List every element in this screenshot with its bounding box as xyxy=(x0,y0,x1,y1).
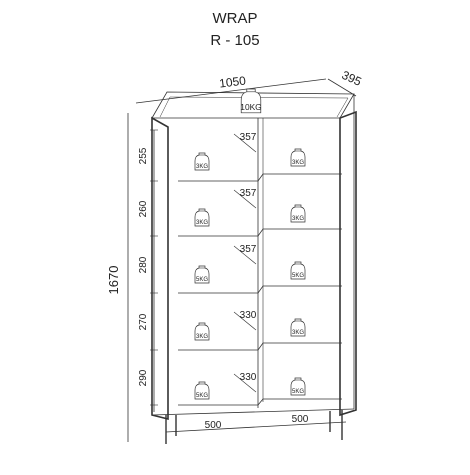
load-label: 3KG xyxy=(196,334,208,340)
depth-dim-line xyxy=(327,78,357,97)
compartment-width-label: 500 xyxy=(205,420,222,431)
product-title: WRAP xyxy=(212,10,258,27)
shelf-dim-ticks xyxy=(150,129,158,406)
load-label: 3KG xyxy=(292,216,304,222)
product-model: R - 105 xyxy=(210,32,260,49)
depth-dim-line xyxy=(233,311,257,331)
inner-depth-label: 330 xyxy=(240,310,257,321)
shelf-height-label: 255 xyxy=(138,147,149,164)
weight-jar-icon xyxy=(194,152,210,171)
weight-jar-icon xyxy=(194,381,210,400)
load-label: 3KG xyxy=(196,220,208,226)
shelf-height-label: 290 xyxy=(138,369,149,386)
inner-depth-label: 357 xyxy=(240,132,257,143)
load-label: 5KG xyxy=(292,273,304,279)
weight-jar-icon xyxy=(290,318,306,337)
compartment-width-label: 500 xyxy=(292,414,309,425)
shelf-height-label: 270 xyxy=(138,313,149,330)
depth-dim-line xyxy=(233,245,257,265)
width-dim-line xyxy=(135,78,327,104)
weight-jar-icon xyxy=(240,88,262,114)
shelf-height-label: 280 xyxy=(138,256,149,273)
cabinet-bottom-edge xyxy=(151,408,355,416)
load-label: 5KG xyxy=(292,389,304,395)
load-label: 5KG xyxy=(196,393,208,399)
depth-dim-line xyxy=(233,189,257,209)
bottom-dim-line xyxy=(165,421,347,433)
left-side-panel xyxy=(151,116,169,421)
weight-jar-icon xyxy=(194,322,210,341)
shelves xyxy=(178,173,342,406)
load-label: 3KG xyxy=(196,164,208,170)
weight-jar-icon xyxy=(194,265,210,284)
inner-depth-label: 330 xyxy=(240,372,257,383)
weight-jar-icon xyxy=(290,377,306,396)
depth-dim-line xyxy=(233,133,257,153)
depth-dim-line xyxy=(233,373,257,393)
inner-depth-label: 357 xyxy=(240,188,257,199)
right-side-panel xyxy=(339,110,357,417)
height-label: 1670 xyxy=(106,266,121,295)
width-label: 1050 xyxy=(218,73,247,90)
shelf-height-label: 260 xyxy=(138,200,149,217)
legs xyxy=(165,410,343,444)
depth-label: 395 xyxy=(340,68,364,89)
weight-jar-icon xyxy=(194,208,210,227)
load-label: 3KG xyxy=(292,330,304,336)
load-label: 10KG xyxy=(240,102,261,112)
load-label: 5KG xyxy=(196,277,208,283)
weight-jar-icon xyxy=(290,204,306,223)
inner-depth-label: 357 xyxy=(240,244,257,255)
load-label: 3KG xyxy=(292,160,304,166)
weight-jar-icon xyxy=(290,148,306,167)
weight-jar-icon xyxy=(290,261,306,280)
